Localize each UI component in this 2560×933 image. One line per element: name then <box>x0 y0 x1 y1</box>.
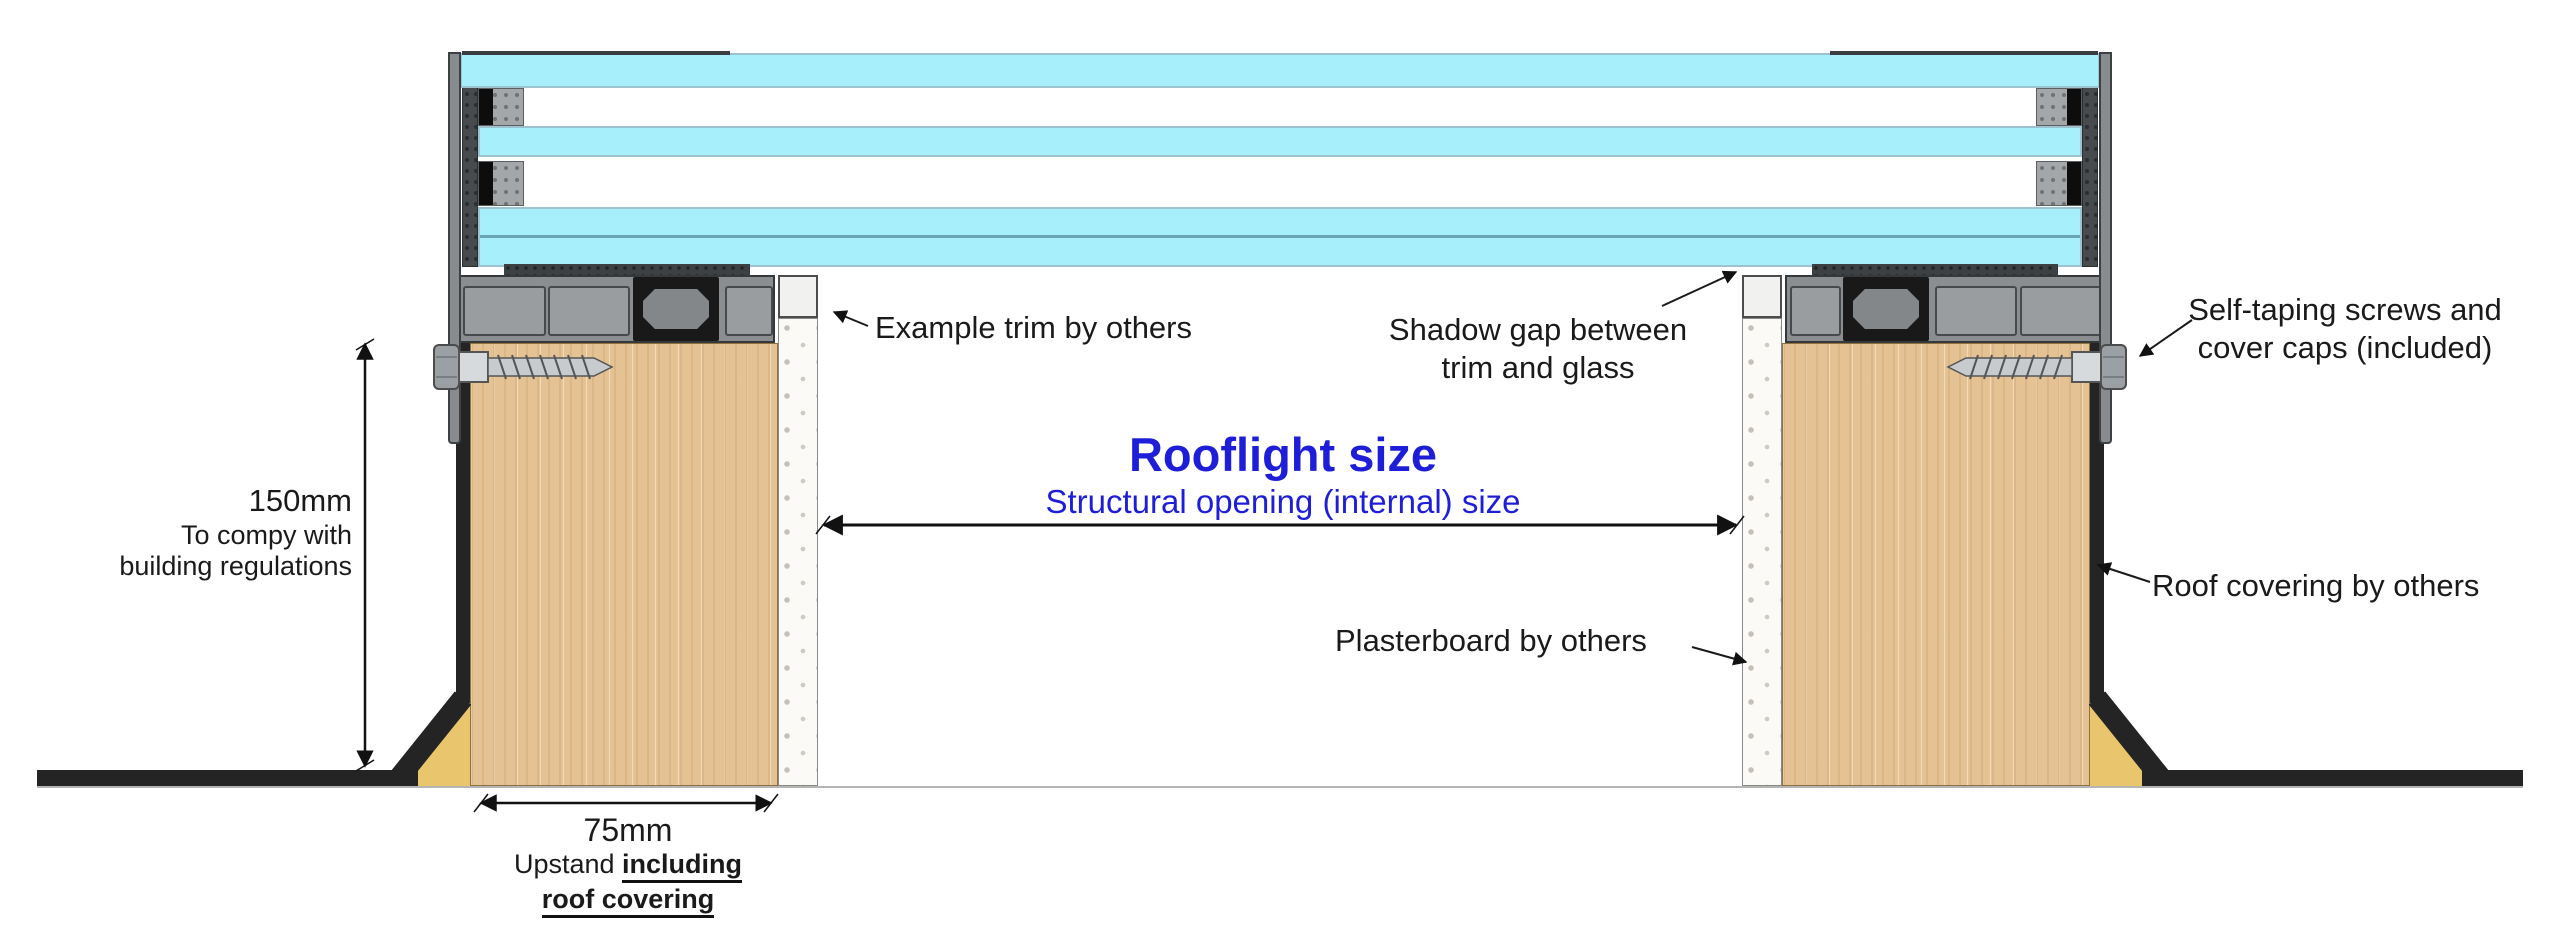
label-screws-line2: cover caps (included) <box>2197 330 2493 365</box>
dimension-75mm <box>473 793 779 813</box>
frame-flange-right <box>2099 52 2112 444</box>
spacer-bar <box>478 88 524 126</box>
diagram-subtitle: Structural opening (internal) size <box>1045 483 1521 520</box>
trim-block-right <box>1742 275 1782 318</box>
leader-shadow-gap <box>1661 270 1738 307</box>
dimension-150mm-note2: building regulations <box>119 551 352 581</box>
upstand-note-prefix: Upstand <box>513 849 623 879</box>
spacer-seal <box>479 162 493 205</box>
glass-bottom-laminated-pane <box>478 207 2082 267</box>
dimension-150mm-value: 150mm <box>248 483 352 518</box>
roof-covering-diagonal-right <box>2088 691 2171 786</box>
spacer-bar <box>2036 88 2082 126</box>
upstand-note-roof-covering: roof covering <box>541 884 715 918</box>
upstand-note-including: including <box>622 849 743 883</box>
frame-profile-left <box>452 275 775 343</box>
glass-top-pane <box>460 53 2100 88</box>
frame-chamber <box>2020 286 2102 336</box>
label-screws-line1: Self-taping screws and <box>2188 292 2502 327</box>
frame-flange-left <box>448 52 461 444</box>
label-shadow-gap-line2: trim and glass <box>1441 350 1635 385</box>
spacer-seal <box>2067 89 2081 125</box>
dimension-75mm-note-line1: Upstand including <box>448 849 808 883</box>
frame-chamber <box>1790 286 1841 336</box>
thermal-break-core <box>1853 289 1919 329</box>
spacer-bar <box>478 161 524 206</box>
leader-plasterboard <box>1691 646 1748 666</box>
spacer-bar <box>2036 161 2082 206</box>
glass-top-edge-right <box>1830 51 2098 55</box>
label-plasterboard: Plasterboard by others <box>1335 623 1647 658</box>
frame-chamber <box>548 286 630 336</box>
thermal-break-core <box>643 289 709 329</box>
glazing-gasket-left <box>504 264 750 278</box>
thermal-break <box>1843 277 1929 341</box>
spacer-seal <box>2067 162 2081 205</box>
roof-deck-left <box>37 770 418 786</box>
roof-deck-right <box>2142 770 2523 786</box>
frame-chamber <box>1935 286 2017 336</box>
label-roof-covering: Roof covering by others <box>2152 568 2480 603</box>
spacer-seal <box>479 89 493 125</box>
glass-top-edge-left <box>462 51 730 55</box>
glass-middle-pane <box>478 126 2082 157</box>
label-shadow-gap-line1: Shadow gap between <box>1388 312 1688 347</box>
roof-covering-diagonal-left <box>389 691 472 786</box>
timber-fillet-left <box>392 703 470 786</box>
glazing-edge-tape-left <box>462 55 478 267</box>
dimension-75mm-text: 75mm Upstand including roof covering <box>448 811 808 918</box>
plasterboard-right <box>1742 318 1782 786</box>
glazing-edge-tape-right <box>2082 55 2098 267</box>
dimension-75mm-value: 75mm <box>583 812 673 848</box>
frame-chamber <box>463 286 546 336</box>
laminate-interlayer-line <box>480 235 2080 238</box>
frame-profile-right <box>1785 275 2108 343</box>
timber-fillet-right <box>2090 703 2168 786</box>
dimension-150mm-text: 150mm To compy with building regulations <box>40 482 352 582</box>
label-example-trim: Example trim by others <box>875 310 1192 345</box>
trim-block-left <box>778 275 818 318</box>
plasterboard-left <box>778 318 818 786</box>
diagram-title: Rooflight size <box>1128 428 1438 481</box>
timber-upstand-left <box>470 343 778 786</box>
dimension-75mm-note-line2: roof covering <box>448 884 808 918</box>
thermal-break <box>633 277 719 341</box>
leader-example-trim <box>832 310 869 327</box>
leader-roof-covering <box>2096 562 2151 583</box>
timber-upstand-right <box>1782 343 2090 786</box>
dimension-150mm <box>355 338 375 772</box>
label-shadow-gap: Shadow gap between trim and glass <box>1368 311 1708 387</box>
dimension-150mm-note1: To compy with <box>180 520 352 550</box>
label-screws: Self-taping screws and cover caps (inclu… <box>2165 291 2525 367</box>
frame-chamber <box>725 286 773 336</box>
glazing-gasket-right <box>1812 264 2058 278</box>
